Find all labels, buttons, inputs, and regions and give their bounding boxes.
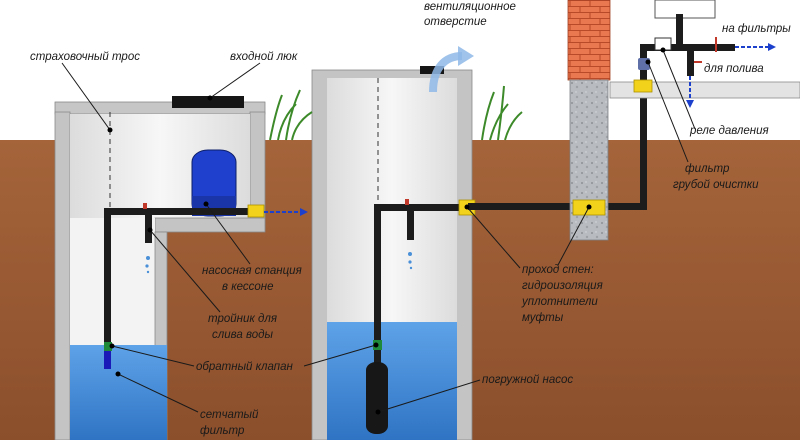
label-vent-2: отверстие: [424, 16, 487, 28]
label-wall-passage-4: муфты: [522, 312, 564, 324]
water-well: [327, 322, 457, 440]
water-left: [70, 345, 167, 440]
callouts: страховочный трос входной люк вентиляцио…: [30, 1, 791, 437]
mesh-filter: [104, 351, 111, 369]
vent-cap: [420, 66, 444, 74]
label-safety-rope: страховочный трос: [30, 51, 140, 63]
drain-tee-pipe: [145, 208, 152, 243]
label-submersible-pump: погружной насос: [482, 374, 573, 386]
label-pressure-relay: реле давления: [689, 125, 769, 137]
caisson-floor: [154, 217, 266, 233]
grass: [269, 85, 523, 141]
label-pump-station-2: в кессоне: [222, 281, 274, 293]
label-vent-1: вентиляционное: [424, 1, 516, 13]
label-mesh-filter-1: сетчатый: [200, 409, 259, 421]
label-drain-tee-2: слива воды: [212, 329, 273, 341]
foundation-wall: [569, 79, 609, 241]
label-to-filters: на фильтры: [722, 23, 791, 35]
tank-box: [654, 0, 716, 19]
well-pipe-horizontal: [374, 204, 468, 211]
supply-pipe: [468, 203, 573, 210]
well-shaft: [311, 46, 476, 440]
check-valve-left: [104, 342, 112, 351]
label-drain-tee-1: тройник для: [208, 313, 277, 325]
label-pump-station-1: насосная станция: [202, 265, 302, 277]
well-pipe-vertical: [374, 204, 381, 364]
label-wall-passage-3: уплотнители: [521, 296, 598, 308]
entry-hatch: [172, 96, 244, 108]
label-wall-passage-1: проход стен:: [522, 264, 594, 276]
label-mesh-filter-2: фильтр: [200, 425, 245, 437]
label-check-valve: обратный клапан: [196, 361, 294, 373]
caisson-left-wall: [54, 111, 71, 440]
label-for-watering: для полива: [704, 63, 764, 75]
drain-valve: [143, 203, 147, 209]
label-coarse-filter-1: фильтр: [685, 163, 730, 175]
label-wall-passage-2: гидроизоляция: [522, 280, 603, 292]
vent-arrow: [429, 52, 463, 93]
wall-coupling-caisson: [247, 204, 265, 218]
riser-pipe: [640, 46, 647, 210]
caisson-pipe-horizontal: [104, 208, 256, 215]
label-coarse-filter-2: грубой очистки: [673, 179, 759, 191]
caisson: [54, 96, 308, 440]
caisson-pipe-vertical: [104, 208, 111, 343]
brick-wall: [567, 0, 611, 81]
submersible-pump: [366, 362, 388, 434]
label-entry-hatch: входной люк: [230, 51, 298, 63]
house-foundation: [567, 0, 800, 241]
